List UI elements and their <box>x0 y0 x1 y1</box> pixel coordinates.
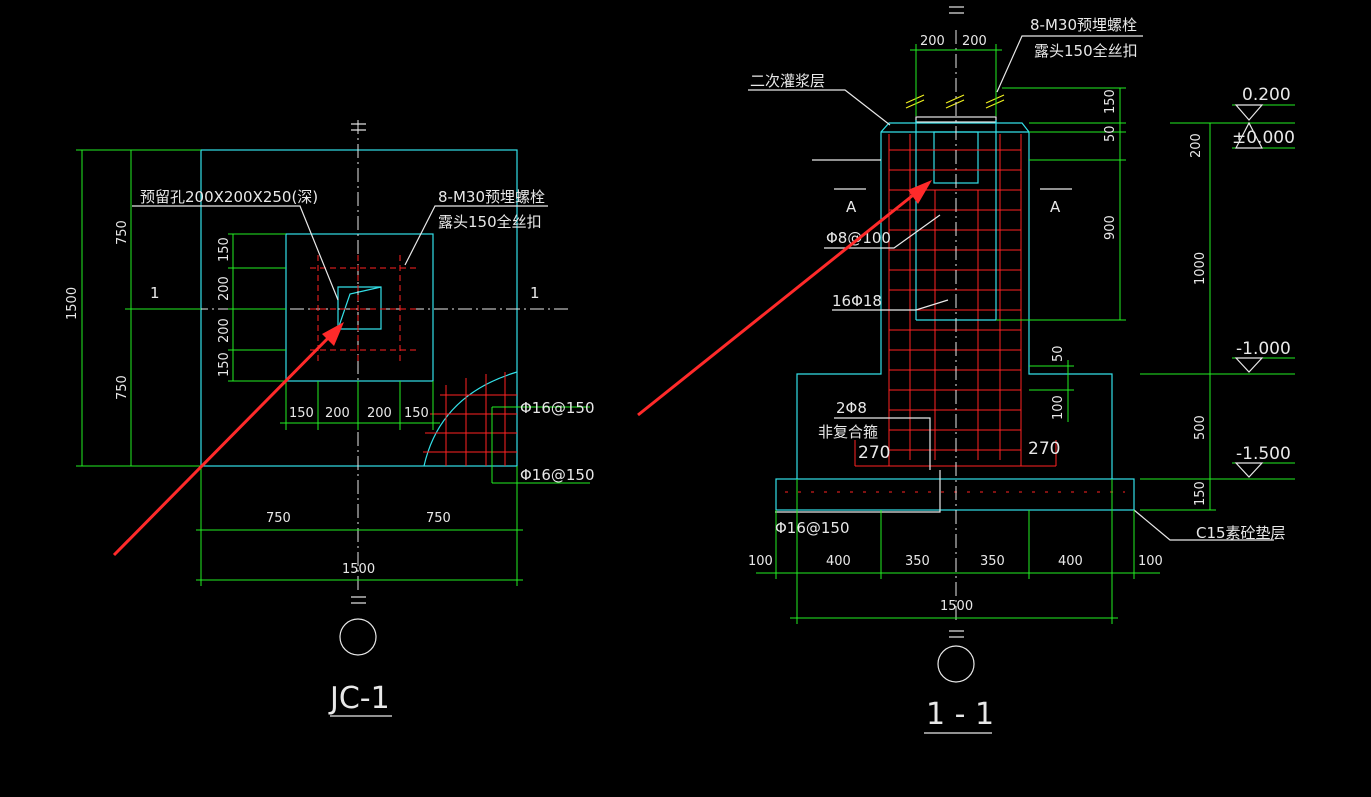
section-elev-0200: 0.200 <box>1242 85 1291 105</box>
section-mark-a-right: A <box>1050 198 1061 216</box>
section-dim-top-2: 200 <box>962 34 987 49</box>
plan-dim-left-2: 1500 <box>65 287 80 320</box>
plan-dim-inner-v-1: 150 <box>217 237 232 262</box>
section-elev-1500: -1.500 <box>1236 444 1291 464</box>
plan-dim-left-1: 750 <box>115 220 130 245</box>
section-title: 1 - 1 <box>926 697 994 732</box>
plan-dim-inner-h-4: 150 <box>404 406 429 421</box>
plan-hole-break <box>337 286 382 330</box>
plan-section-mark-left: 1 <box>150 284 160 302</box>
section-grout-note: 二次灌浆层 <box>750 72 825 90</box>
section-dims-top <box>910 44 1002 116</box>
plan-rebar-bottom: Φ16@150 <box>520 466 595 484</box>
plan-dims-bottom <box>196 466 523 586</box>
section-bolts <box>905 94 1005 321</box>
section-elev-0000: ±0.000 <box>1232 128 1295 148</box>
plan-bolts <box>310 255 420 362</box>
section-dim-b-100b: 100 <box>1138 554 1163 569</box>
plan-section-mark-right: 1 <box>530 284 540 302</box>
plan-dim-left-3: 750 <box>115 375 130 400</box>
section-dim-r-50b: 50 <box>1051 345 1066 362</box>
section-elev-1000: -1.000 <box>1236 339 1291 359</box>
section-main-bar-note: 16Φ18 <box>832 292 882 310</box>
section-view: 8-M30预埋螺栓 露头150全丝扣 二次灌浆层 200 200 A A Φ8@… <box>748 6 1295 734</box>
plan-hole-note: 预留孔200X200X250(深) <box>140 188 318 206</box>
section-dim-r-150b: 150 <box>1193 481 1208 506</box>
section-bolt-note-2: 露头150全丝扣 <box>1034 42 1138 60</box>
section-dim-r-500: 500 <box>1193 415 1208 440</box>
section-dim-b-350a: 350 <box>905 554 930 569</box>
plan-dim-inner-v-2: 200 <box>217 276 232 301</box>
plan-dim-bottom-2: 750 <box>426 511 451 526</box>
section-dims-right-inner <box>996 87 1126 422</box>
section-hook-right: 270 <box>1028 439 1060 459</box>
arrow-section-head <box>908 180 932 204</box>
section-bolt-note-1: 8-M30预埋螺栓 <box>1030 16 1137 34</box>
plan-rebar-top: Φ16@150 <box>520 399 595 417</box>
section-axis-bubble <box>937 645 975 683</box>
section-dim-r-900: 900 <box>1103 215 1118 240</box>
section-concrete-pad <box>775 478 1135 511</box>
plan-dim-bottom-total: 1500 <box>342 562 375 577</box>
section-bottom-rebar: Φ16@150 <box>775 519 850 537</box>
section-dims-bottom <box>756 479 1160 624</box>
plan-hole <box>337 286 382 330</box>
plan-view: 预留孔200X200X250(深) 8-M30预埋螺栓 露头150全丝扣 1 1… <box>65 120 595 717</box>
plan-dim-inner-h-3: 200 <box>367 406 392 421</box>
arrow-section <box>637 186 923 417</box>
plan-bolt-note-1: 8-M30预埋螺栓 <box>438 188 545 206</box>
section-dim-r-150: 150 <box>1103 89 1118 114</box>
section-hook-left: 270 <box>858 443 890 463</box>
plan-dims-inner-h <box>280 381 440 430</box>
section-dim-b-1500: 1500 <box>940 599 973 614</box>
section-dim-r-100: 100 <box>1051 395 1066 420</box>
arrow-plan <box>112 328 338 557</box>
section-dim-r-1000: 1000 <box>1193 252 1208 285</box>
section-dim-b-100a: 100 <box>748 554 773 569</box>
plan-rebar-detail <box>423 371 590 484</box>
section-dim-r-50: 50 <box>1103 125 1118 142</box>
annotation-arrows <box>112 180 932 557</box>
section-dim-b-350b: 350 <box>980 554 1005 569</box>
section-elevation-markers <box>1234 104 1264 478</box>
arrow-plan-head <box>322 322 344 346</box>
plan-bolt-note-2: 露头150全丝扣 <box>438 213 542 231</box>
section-dim-r-200: 200 <box>1189 133 1204 158</box>
section-dim-top-1: 200 <box>920 34 945 49</box>
section-dim-b-400a: 400 <box>826 554 851 569</box>
section-pad-note: C15素砼垫层 <box>1196 524 1286 542</box>
plan-dim-inner-v-4: 150 <box>217 352 232 377</box>
plan-title: JC-1 <box>328 681 390 716</box>
section-tie-note-1: 2Φ8 <box>836 399 867 417</box>
section-footing-pedestal <box>796 122 1113 479</box>
plan-pedestal-outline <box>285 233 434 382</box>
section-tie-note-2: 非复合箍 <box>818 423 878 441</box>
plan-dim-bottom-1: 750 <box>266 511 291 526</box>
plan-dim-inner-v-3: 200 <box>217 318 232 343</box>
section-dim-b-400b: 400 <box>1058 554 1083 569</box>
plan-dim-inner-h-2: 200 <box>325 406 350 421</box>
section-mark-a-left: A <box>846 198 857 216</box>
plan-footing-outline <box>200 149 518 467</box>
plan-dim-inner-h-1: 150 <box>289 406 314 421</box>
plan-axis-bubble <box>339 618 377 656</box>
plan-dims-left <box>76 149 286 467</box>
